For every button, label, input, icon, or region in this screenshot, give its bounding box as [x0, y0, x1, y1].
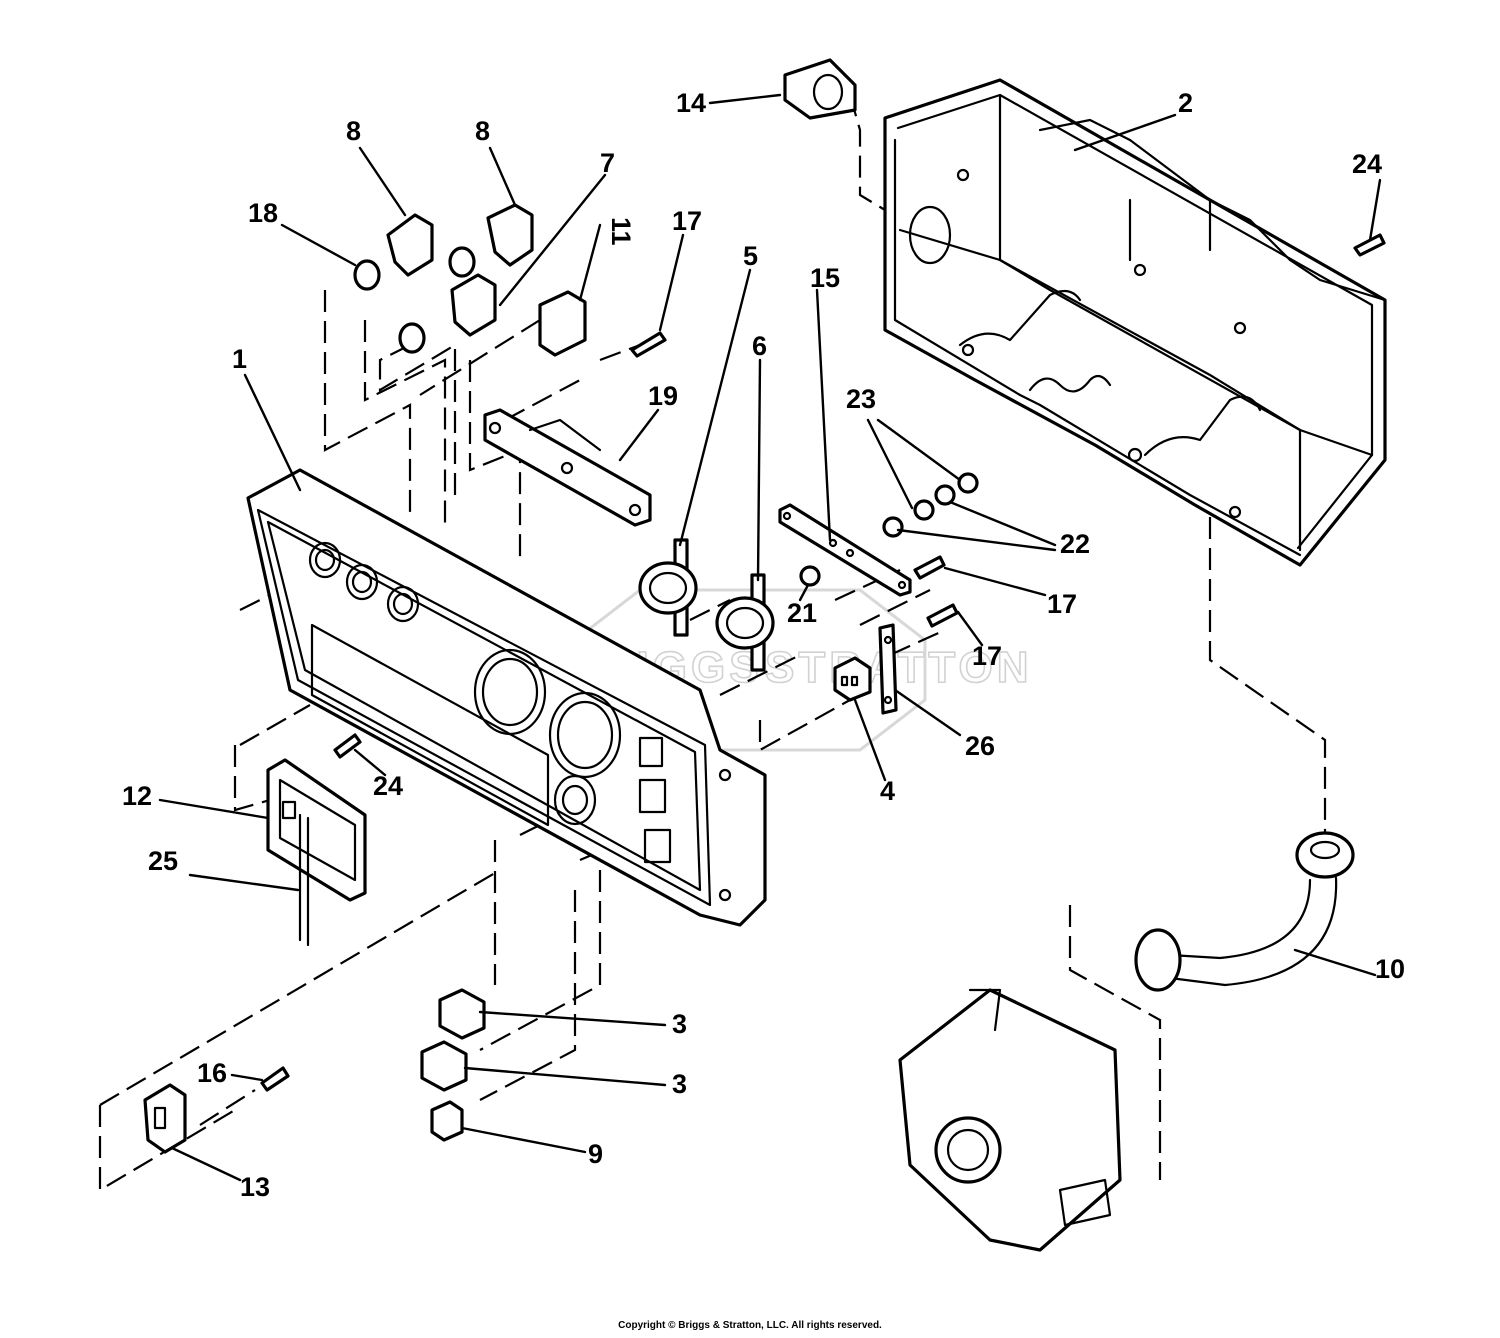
- part-outlets-3-9: [420, 988, 486, 1142]
- callout-12: 12: [122, 781, 152, 811]
- callout-23: 23: [846, 384, 876, 414]
- part-receptacle-5: [638, 538, 698, 637]
- part-rear-housing: [883, 78, 1387, 567]
- callout-19: 19: [648, 381, 678, 411]
- part-knobs: [353, 203, 587, 357]
- part-cover-plate-12: [266, 758, 367, 947]
- callout-4: 4: [880, 776, 895, 806]
- part-block-4: [833, 656, 872, 702]
- part-bracket-26: [878, 623, 898, 715]
- watermark-text-2: STRATTON: [765, 643, 1032, 692]
- callout-24: 24: [373, 771, 403, 801]
- part-nuts-washers: [882, 472, 979, 538]
- part-bracket-19: [483, 408, 652, 527]
- callout-15: 15: [810, 263, 840, 293]
- callout-8: 8: [475, 116, 490, 146]
- callout-24: 24: [1352, 149, 1382, 179]
- part-receptacle-6: [715, 573, 775, 672]
- part-alternator-cover: [898, 988, 1122, 1252]
- callout-5: 5: [743, 241, 758, 271]
- part-switch-13: [143, 1083, 187, 1154]
- callout-10: 10: [1375, 954, 1405, 984]
- callout-17: 17: [672, 206, 702, 236]
- callout-leaders: [158, 93, 1382, 1182]
- callout-13: 13: [240, 1172, 270, 1202]
- callout-6: 6: [752, 331, 767, 361]
- part-screws: [260, 233, 1386, 1092]
- part-grommet-14: [783, 58, 857, 120]
- callout-14: 14: [676, 88, 706, 118]
- callout-17: 17: [972, 641, 1002, 671]
- callout-17: 17: [1047, 589, 1077, 619]
- part-harness-10: [1134, 831, 1355, 992]
- part-control-panel: [246, 468, 767, 927]
- callout-3: 3: [672, 1069, 687, 1099]
- callout-16: 16: [197, 1058, 227, 1088]
- callout-7: 7: [600, 148, 615, 178]
- callout-3: 3: [672, 1009, 687, 1039]
- part-strip-15: [778, 503, 912, 597]
- callout-1: 1: [232, 344, 247, 374]
- callout-25: 25: [148, 846, 178, 876]
- callout-2: 2: [1178, 88, 1193, 118]
- callout-22: 22: [1060, 529, 1090, 559]
- copyright-notice: Copyright © Briggs & Stratton, LLC. All …: [618, 1320, 882, 1331]
- callout-9: 9: [588, 1139, 603, 1169]
- callout-18: 18: [248, 198, 278, 228]
- callout-21: 21: [787, 598, 817, 628]
- callout-26: 26: [965, 731, 995, 761]
- callout-8: 8: [346, 116, 361, 146]
- callout-11: 11: [606, 217, 636, 246]
- callout-labels: 1 2 3 3 4 5 6 7 8 8 9 10 11 12 13 14 15 …: [122, 88, 1405, 1202]
